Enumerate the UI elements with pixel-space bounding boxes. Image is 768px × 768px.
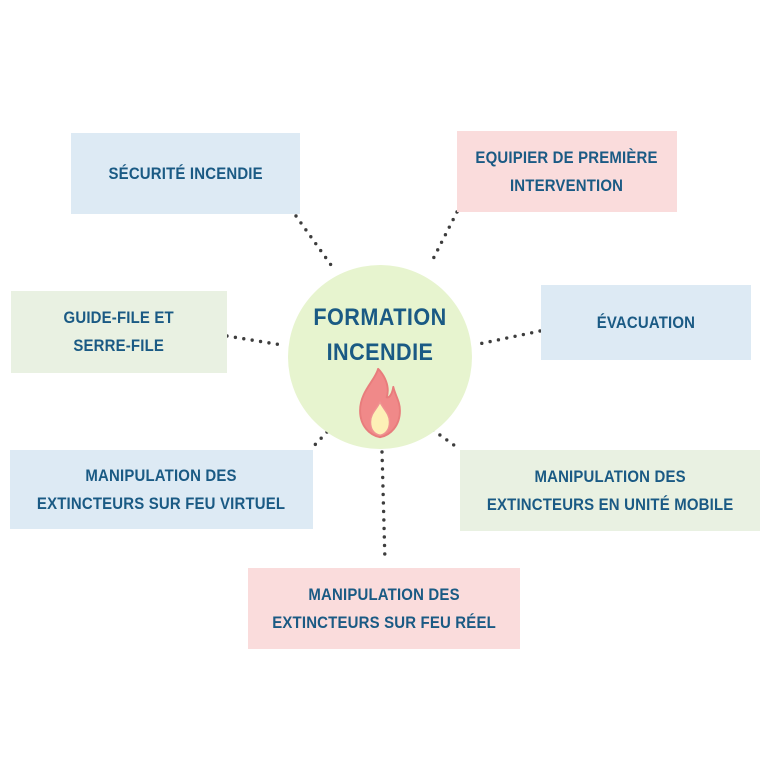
node-manipulation-extincteurs-feu-virtuel: MANIPULATION DES EXTINCTEURS SUR FEU VIR… <box>10 450 313 529</box>
connector-center-to-unite-mobile <box>431 428 460 450</box>
connector-center-to-feu-reel <box>380 450 387 564</box>
node-guide-file-serre-file: GUIDE-FILE ET SERRE-FILE <box>11 291 227 373</box>
node-evacuation: ÉVACUATION <box>541 285 751 360</box>
node-equipier-premiere-intervention: EQUIPIER DE PREMIÈRE INTERVENTION <box>457 131 677 212</box>
node-label: ÉVACUATION <box>596 312 696 332</box>
node-manipulation-extincteurs-unite-mobile: MANIPULATION DES EXTINCTEURS EN UNITÉ MO… <box>460 450 760 531</box>
connector-center-to-equipier <box>428 210 459 267</box>
node-label: MANIPULATION DES EXTINCTEURS SUR FEU VIR… <box>37 465 286 513</box>
connector-center-to-securite <box>294 214 333 267</box>
flame-icon <box>359 367 401 439</box>
node-label: SÉCURITÉ INCENDIE <box>108 163 263 183</box>
center-title: FORMATION INCENDIE <box>313 304 447 366</box>
node-label: EQUIPIER DE PREMIÈRE INTERVENTION <box>475 147 659 195</box>
connector-center-to-feu-virtuel <box>309 430 329 451</box>
node-securite-incendie: SÉCURITÉ INCENDIE <box>71 133 300 214</box>
node-label: MANIPULATION DES EXTINCTEURS SUR FEU RÉE… <box>272 584 496 632</box>
connector-center-to-guide-file <box>225 334 284 347</box>
center-node: FORMATION INCENDIE <box>288 265 472 449</box>
node-manipulation-extincteurs-feu-reel: MANIPULATION DES EXTINCTEURS SUR FEU RÉE… <box>248 568 520 649</box>
connector-center-to-evacuation <box>472 329 542 347</box>
node-label: MANIPULATION DES EXTINCTEURS EN UNITÉ MO… <box>486 466 734 514</box>
node-label: GUIDE-FILE ET SERRE-FILE <box>63 308 175 355</box>
